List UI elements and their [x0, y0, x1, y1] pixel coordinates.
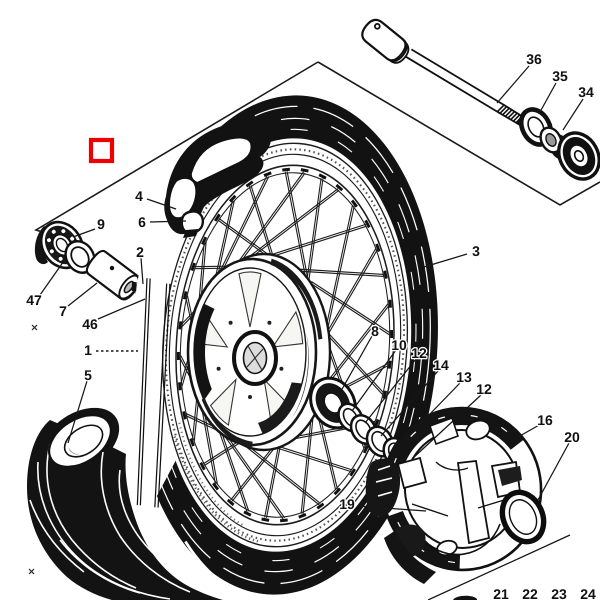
svg-text:3: 3	[472, 243, 480, 259]
svg-text:4: 4	[135, 188, 143, 204]
svg-text:24: 24	[580, 586, 596, 600]
svg-text:9: 9	[97, 216, 105, 232]
svg-text:22: 22	[522, 586, 538, 600]
svg-text:46: 46	[82, 316, 98, 332]
svg-text:12: 12	[476, 381, 492, 397]
svg-text:21: 21	[493, 586, 509, 600]
svg-text:35: 35	[552, 68, 568, 84]
svg-text:20: 20	[564, 429, 580, 445]
svg-text:19: 19	[339, 496, 355, 512]
svg-text:34: 34	[578, 84, 594, 100]
svg-text:7: 7	[59, 303, 67, 319]
svg-text:12: 12	[411, 345, 427, 361]
svg-text:23: 23	[551, 586, 567, 600]
svg-text:6: 6	[138, 214, 146, 230]
svg-text:36: 36	[526, 51, 542, 67]
svg-text:47: 47	[26, 292, 42, 308]
svg-text:1: 1	[84, 342, 92, 358]
svg-text:8: 8	[371, 323, 379, 339]
svg-text:14: 14	[433, 357, 449, 373]
svg-text:16: 16	[537, 412, 553, 428]
svg-text:10: 10	[391, 337, 407, 353]
svg-text:2: 2	[136, 244, 144, 260]
svg-text:5: 5	[84, 367, 92, 383]
svg-text:13: 13	[456, 369, 472, 385]
